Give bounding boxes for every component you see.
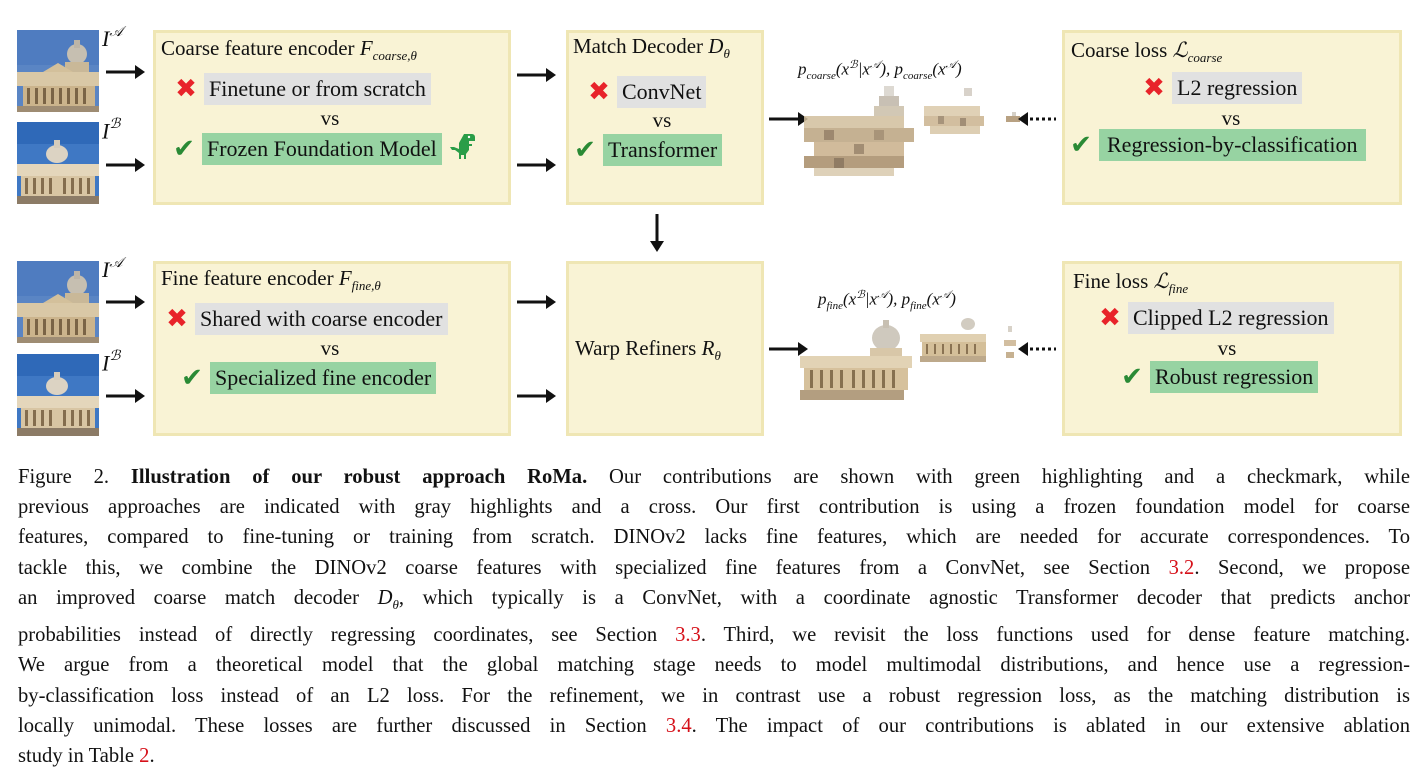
check-icon: ✔ — [1070, 130, 1092, 160]
vs-label: vs — [1221, 106, 1241, 130]
coarse-encoder-previous: ✖ Finetune or from scratch — [172, 73, 431, 105]
coarse-encoder-box — [153, 30, 511, 205]
caption-line: We argue from a theoretical model that t… — [18, 654, 1410, 677]
coarse-anchor-thumbnail — [924, 88, 984, 138]
section-reference-link[interactable]: 3.2 — [1168, 556, 1195, 579]
image-a-bottom — [17, 261, 99, 343]
cross-icon: ✖ — [588, 77, 610, 107]
match-decoder-box — [566, 30, 764, 205]
fine-encoder-title: Fine feature encoder Ffine,θ — [161, 266, 381, 294]
caption-line: previous approaches are indicated with g… — [18, 496, 1410, 519]
dinosaur-icon — [449, 132, 476, 165]
arrow-right-icon — [105, 291, 145, 313]
vs-label: vs — [320, 336, 340, 360]
coarse-loss-previous: ✖ L2 regression — [1140, 72, 1303, 104]
cross-icon: ✖ — [166, 304, 188, 334]
cross-icon: ✖ — [1143, 73, 1165, 103]
fine-loss-ours: ✔ Robust regression — [1118, 361, 1319, 393]
coarse-encoder-title: Coarse feature encoder Fcoarse,θ — [161, 36, 417, 64]
fine-encoder-box — [153, 261, 511, 436]
vs-label: vs — [652, 108, 672, 132]
check-icon: ✔ — [173, 133, 195, 164]
coarse-warp-thumbnail — [804, 86, 914, 178]
section-reference-link[interactable]: 3.3 — [675, 624, 701, 647]
image-a-label-bottom: I𝒜 — [102, 255, 123, 282]
figure-caption: Figure 2. Illustration of our robust app… — [18, 462, 1410, 771]
caption-line: tackle this, we combine the DINOv2 coars… — [18, 556, 1410, 579]
coarse-encoder-ours: ✔ Frozen Foundation Model — [170, 132, 476, 165]
fine-warp-thumbnail — [800, 314, 912, 404]
match-decoder-title: Match Decoder Dθ — [573, 34, 730, 62]
arrow-right-icon — [516, 385, 556, 407]
caption-line: probabilities instead of directly regres… — [18, 624, 1410, 647]
image-b-top — [17, 122, 99, 204]
check-icon: ✔ — [1121, 362, 1143, 392]
caption-line: by-classification loss instead of an L2 … — [18, 684, 1410, 707]
coarse-distribution-label: pcoarse(xℬ|x𝒜), pcoarse(x𝒜) — [798, 59, 962, 83]
cross-icon: ✖ — [175, 74, 197, 104]
image-b-bottom — [17, 354, 99, 436]
section-reference-link[interactable]: 3.4 — [665, 714, 692, 737]
caption-line: Figure 2. Illustration of our robust app… — [18, 466, 1410, 488]
fine-marginal-thumbnail — [1004, 326, 1020, 362]
caption-line: an improved coarse match decoder Dθ, whi… — [18, 586, 1410, 612]
table-reference-link[interactable]: 2 — [139, 744, 150, 767]
image-a-label-top: I𝒜 — [102, 24, 123, 51]
arrow-right-icon — [768, 108, 808, 130]
dotted-arrow-left-icon — [1018, 108, 1058, 130]
caption-line: features, compared to fine-tuning or tra… — [18, 526, 1410, 549]
match-decoder-previous: ✖ ConvNet — [585, 76, 707, 108]
arrow-down-icon — [646, 213, 668, 253]
warp-refiners-box — [566, 261, 764, 436]
arrow-right-icon — [105, 385, 145, 407]
arrow-right-icon — [768, 338, 808, 360]
fine-encoder-ours: ✔ Specialized fine encoder — [178, 362, 437, 394]
fine-loss-box — [1062, 261, 1402, 436]
vs-label: vs — [1217, 336, 1237, 360]
caption-line: study in Table 2. — [18, 744, 155, 767]
fine-loss-title: Fine loss ℒfine — [1073, 269, 1189, 297]
arrow-right-icon — [516, 64, 556, 86]
fine-distribution-label: pfine(xℬ|x𝒜), pfine(x𝒜) — [818, 289, 956, 313]
coarse-loss-title: Coarse loss ℒcoarse — [1071, 38, 1223, 66]
cross-icon: ✖ — [1099, 303, 1121, 333]
arrow-right-icon — [105, 154, 145, 176]
check-icon: ✔ — [181, 363, 203, 393]
caption-line: locally unimodal. These losses are furth… — [18, 714, 1410, 737]
arrow-right-icon — [516, 291, 556, 313]
fine-loss-previous: ✖ Clipped L2 regression — [1096, 302, 1334, 334]
arrow-right-icon — [105, 61, 145, 83]
dotted-arrow-left-icon — [1018, 338, 1058, 360]
image-a-top — [17, 30, 99, 112]
fine-anchor-thumbnail — [920, 314, 990, 364]
coarse-loss-box — [1062, 30, 1402, 205]
warp-refiners-title: Warp Refiners Rθ — [575, 336, 721, 364]
image-b-label-top: Iℬ — [102, 117, 121, 144]
vs-label: vs — [320, 106, 340, 130]
coarse-marginal-thumbnail — [1006, 112, 1026, 126]
match-decoder-ours: ✔ Transformer — [571, 134, 723, 166]
fine-encoder-previous: ✖ Shared with coarse encoder — [163, 303, 448, 335]
coarse-loss-ours: ✔ Regression-by-classification — [1067, 129, 1366, 161]
image-b-label-bottom: Iℬ — [102, 349, 121, 376]
check-icon: ✔ — [574, 135, 596, 165]
arrow-right-icon — [516, 154, 556, 176]
